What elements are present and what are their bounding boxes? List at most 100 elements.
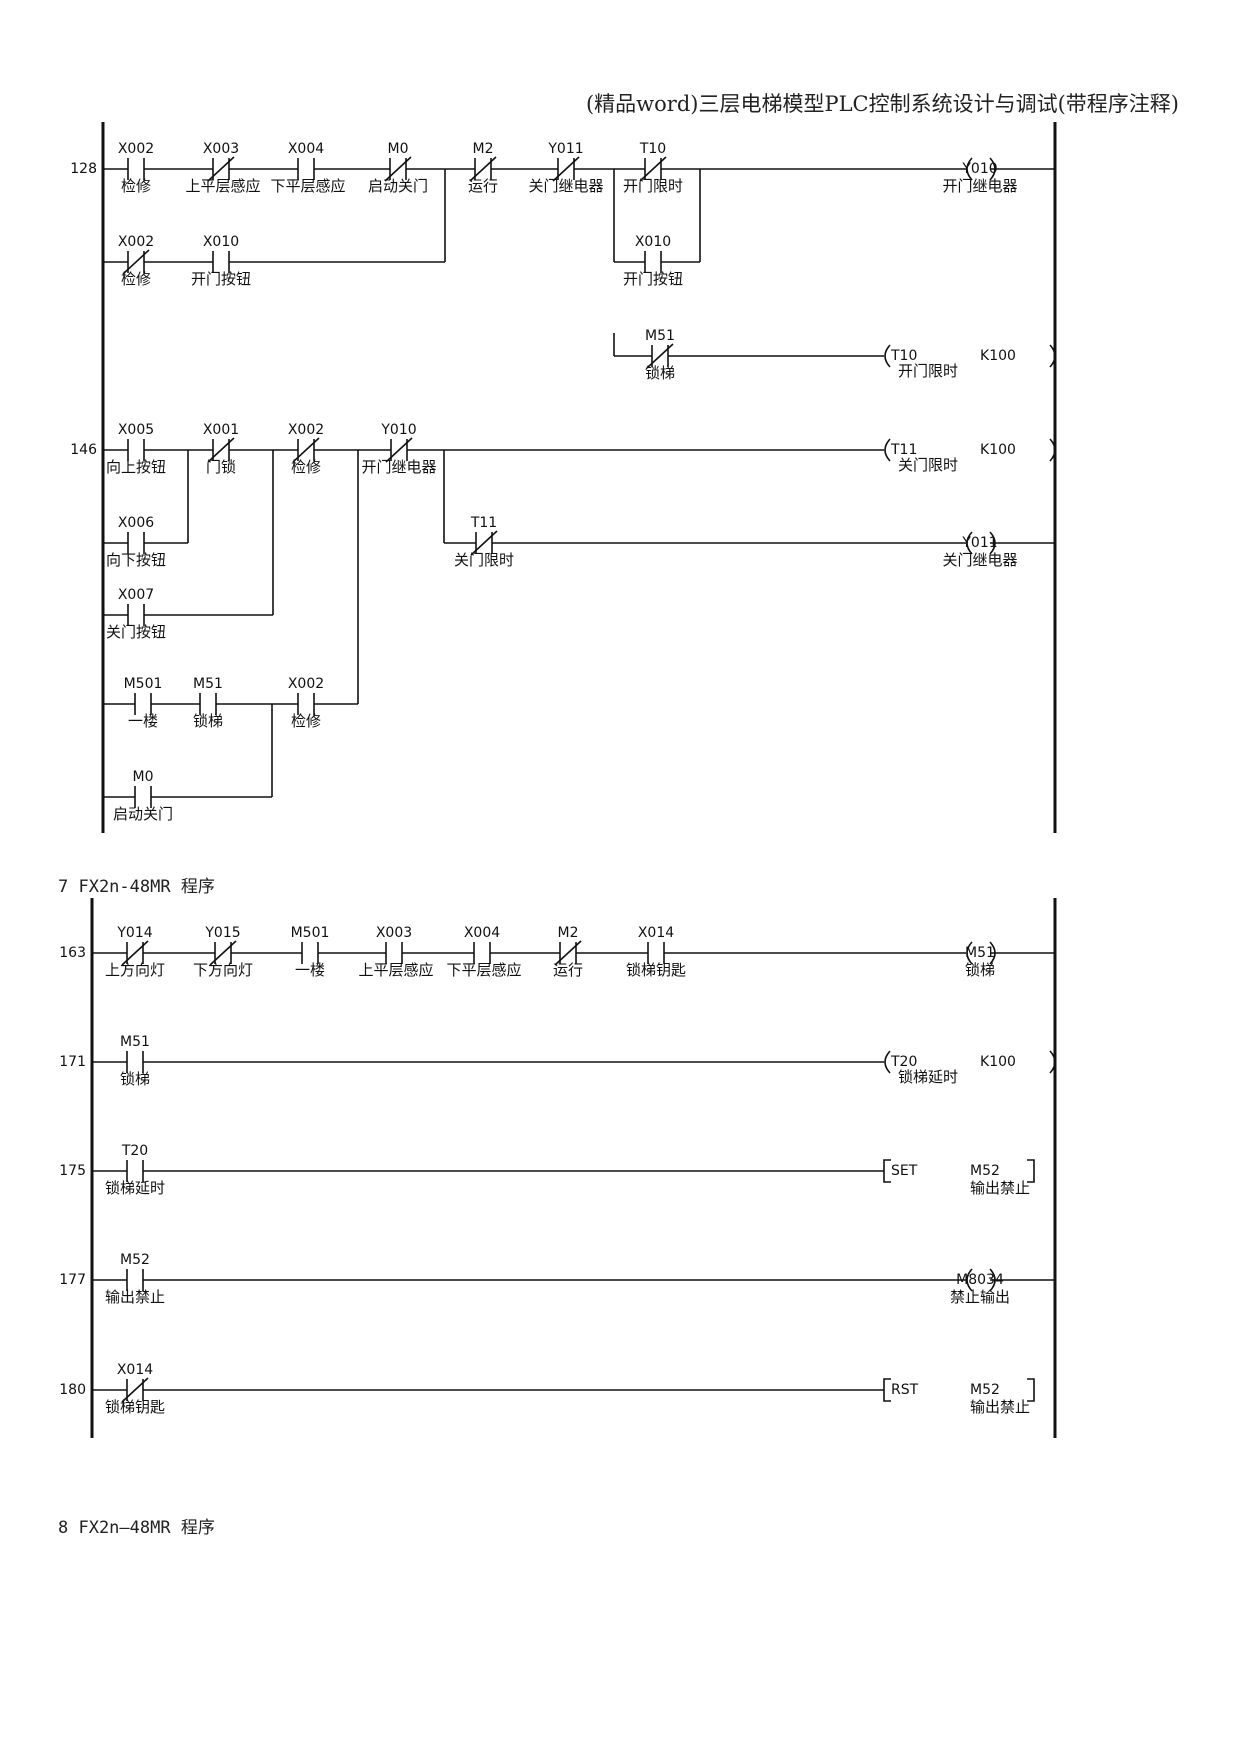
contact: X010 开门按钮	[191, 234, 251, 288]
rung-number: 146	[70, 442, 97, 458]
contact: X003 上平层感应	[185, 141, 260, 195]
element-label: 向下按钮	[106, 551, 166, 569]
element-label: 检修	[121, 270, 151, 288]
element-label: 锁梯延时	[105, 1179, 165, 1197]
element-address: M51	[193, 676, 223, 692]
element-address: X014	[117, 1362, 153, 1378]
element-address: M0	[133, 769, 154, 785]
element-address: M51	[645, 328, 675, 344]
timer-address: T11	[890, 442, 917, 458]
element-label: 下方向灯	[193, 961, 253, 979]
timer-label: 关门限时	[898, 456, 958, 474]
instruction: RST	[883, 1378, 919, 1402]
element-label: 检修	[121, 177, 151, 195]
timer-address: T20	[890, 1054, 917, 1070]
rung-number: 163	[59, 945, 86, 961]
element-label: 启动关门	[368, 177, 428, 195]
rung-number: 171	[59, 1054, 86, 1070]
operand-label: 输出禁止	[970, 1398, 1030, 1416]
contact: T10 开门限时	[623, 141, 683, 195]
rung-number: 177	[59, 1272, 86, 1288]
element-address: X006	[118, 515, 154, 531]
element-address: X005	[118, 422, 154, 438]
operand-address: M52	[970, 1382, 1000, 1398]
element-address: X003	[376, 925, 412, 941]
contact: Y010 开门继电器	[361, 422, 436, 476]
element-label: 上方向灯	[105, 961, 165, 979]
element-address: M501	[124, 676, 163, 692]
ladder-elements: X002检修X003上平层感应X004下平层感应M0启动关门M2运行Y011关门…	[105, 141, 1056, 1416]
element-address: X001	[203, 422, 239, 438]
element-label: 检修	[291, 712, 321, 730]
element-address: Y014	[116, 925, 152, 941]
element-address: M51	[120, 1034, 150, 1050]
contact: X002 检修	[118, 234, 154, 288]
coil-address: Y011	[961, 535, 997, 551]
element-label: 上平层感应	[185, 177, 260, 195]
timer-preset: K100	[980, 442, 1016, 458]
element-address: X002	[118, 234, 154, 250]
timer-label: 开门限时	[898, 362, 958, 380]
instruction-name: SET	[891, 1163, 918, 1179]
element-label: 锁梯钥匙	[626, 961, 686, 979]
element-address: M52	[120, 1252, 150, 1268]
element-label: 下平层感应	[270, 177, 345, 195]
element-address: T20	[121, 1143, 148, 1159]
element-label: 开门继电器	[361, 458, 436, 476]
element-label: 关门继电器	[528, 177, 603, 195]
rung-number: 175	[59, 1163, 86, 1179]
element-address: X003	[203, 141, 239, 157]
coil-label: 禁止输出	[950, 1288, 1010, 1306]
coil-label: 关门继电器	[942, 551, 1017, 569]
element-label: 开门按钮	[191, 270, 251, 288]
element-address: X004	[464, 925, 500, 941]
element-address: T10	[639, 141, 666, 157]
contact: Y015 下方向灯	[193, 925, 253, 979]
figure-caption-8: 8 FX2n—48MR 程序	[58, 1518, 215, 1538]
element-label: 锁梯	[193, 712, 223, 730]
figure-caption-7: 7 FX2n-48MR 程序	[58, 877, 215, 897]
element-address: X002	[288, 676, 324, 692]
element-address: M2	[473, 141, 494, 157]
contact: M0 启动关门	[368, 141, 428, 195]
contact: M52 输出禁止	[105, 1252, 165, 1306]
element-address: M0	[388, 141, 409, 157]
element-address: X010	[203, 234, 239, 250]
coil-address: Y010	[961, 161, 997, 177]
instruction: SET	[883, 1159, 918, 1183]
element-address: Y011	[547, 141, 583, 157]
element-label: 关门按钮	[106, 623, 166, 641]
coil-label: 开门继电器	[942, 177, 1017, 195]
contact: X014 锁梯钥匙	[626, 925, 686, 979]
element-address: Y015	[204, 925, 240, 941]
element-address: Y010	[380, 422, 416, 438]
element-address: T11	[470, 515, 497, 531]
operand-label: 输出禁止	[970, 1179, 1030, 1197]
element-label: 输出禁止	[105, 1288, 165, 1306]
timer-label: 锁梯延时	[898, 1068, 958, 1086]
element-address: X007	[118, 587, 154, 603]
element-label: 一楼	[128, 712, 158, 730]
element-label: 开门限时	[623, 177, 683, 195]
rung-number: 180	[59, 1382, 86, 1398]
page-header: (精品word)三层电梯模型PLC控制系统设计与调试(带程序注释)	[585, 92, 1179, 116]
element-address: X014	[638, 925, 674, 941]
